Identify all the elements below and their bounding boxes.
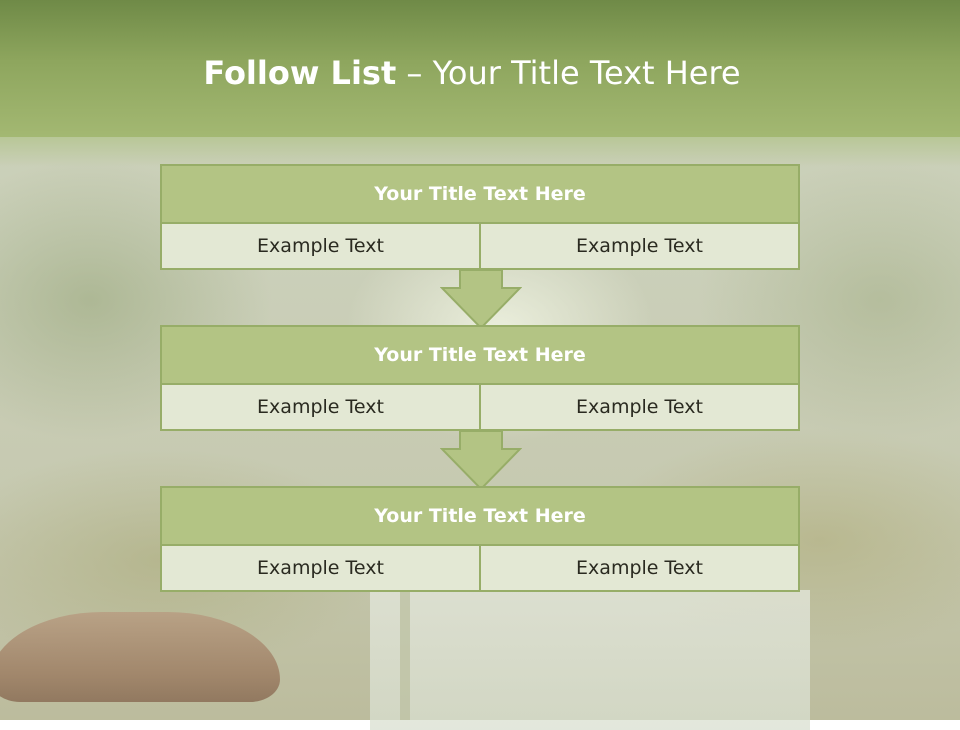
down-arrow-icon	[440, 431, 522, 491]
slide-title-rest: – Your Title Text Here	[396, 54, 741, 92]
down-arrow-icon	[440, 270, 522, 330]
background-open-book	[370, 590, 810, 730]
step-title: Your Title Text Here	[162, 327, 798, 385]
slide-title-bold: Follow List	[203, 54, 397, 92]
background-book-spine	[400, 592, 410, 720]
title-bar	[0, 0, 960, 137]
step-cell-right: Example Text	[481, 546, 798, 590]
background-mushroom	[0, 612, 280, 702]
slide-title: Follow List – Your Title Text Here	[0, 54, 944, 92]
step-cell-left: Example Text	[162, 546, 481, 590]
step-title: Your Title Text Here	[162, 166, 798, 224]
title-bar-fade	[0, 137, 960, 167]
step-block-2: Your Title Text Here Example Text Exampl…	[160, 325, 800, 431]
step-cell-right: Example Text	[481, 224, 798, 268]
step-title: Your Title Text Here	[162, 488, 798, 546]
step-block-3: Your Title Text Here Example Text Exampl…	[160, 486, 800, 592]
step-block-1: Your Title Text Here Example Text Exampl…	[160, 164, 800, 270]
step-cell-left: Example Text	[162, 385, 481, 429]
step-cell-right: Example Text	[481, 385, 798, 429]
step-cell-left: Example Text	[162, 224, 481, 268]
